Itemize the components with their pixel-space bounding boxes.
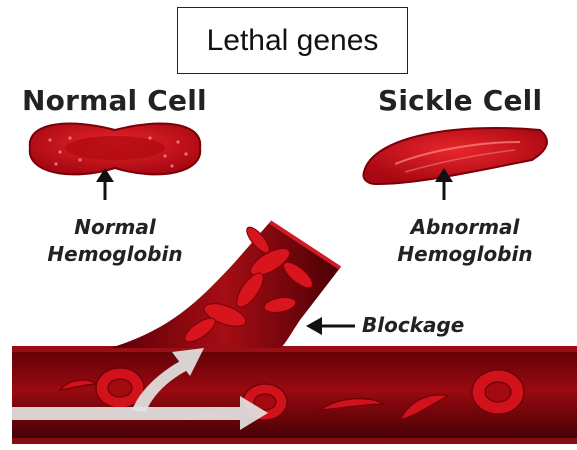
blockage-label: Blockage: [362, 312, 464, 339]
abnormal-label-line2: Hemoglobin: [380, 241, 550, 268]
sickle-cell-icon: [364, 128, 547, 184]
normal-hemoglobin-label: Normal Hemoglobin: [40, 214, 190, 268]
normal-cell-icon: [30, 124, 201, 175]
normal-label-line2: Hemoglobin: [40, 241, 190, 268]
abnormal-hemoglobin-label: Abnormal Hemoglobin: [380, 214, 550, 268]
normal-label-line1: Normal: [40, 214, 190, 241]
abnormal-label-line1: Abnormal: [380, 214, 550, 241]
left-arrow-icon: [306, 317, 355, 335]
